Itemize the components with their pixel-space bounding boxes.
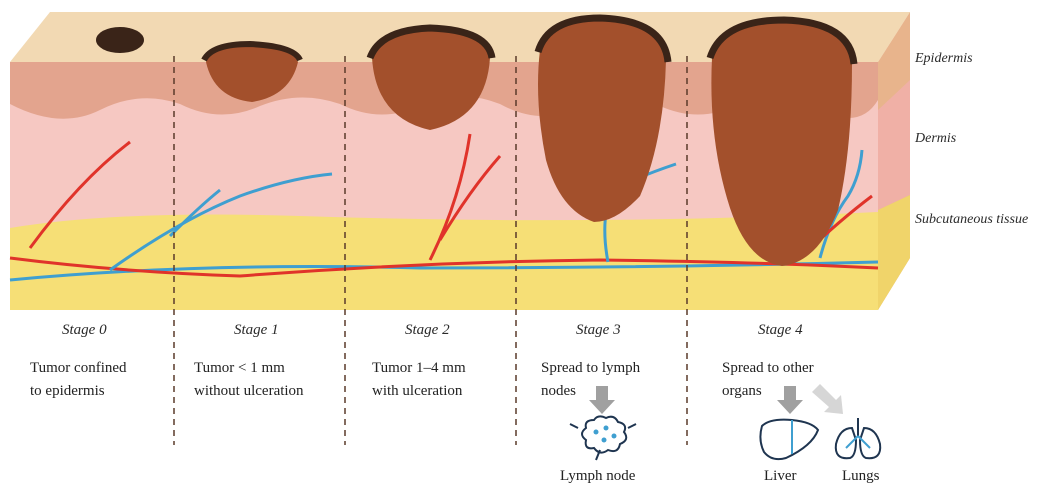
stage-4-title: Stage 4 [758, 322, 803, 338]
arrow-down-icon-lymph [589, 386, 615, 414]
tumor-stage-0 [96, 27, 144, 53]
label-lymph-node: Lymph node [560, 468, 636, 484]
stage-0-title: Stage 0 [62, 322, 107, 338]
skin-side-subcutaneous [878, 195, 910, 310]
arrow-diagonal-icon-lungs [812, 384, 843, 414]
stage-3-desc-line1: Spread to lymph [541, 360, 641, 376]
lungs-icon [836, 418, 880, 458]
label-dermis: Dermis [914, 131, 957, 146]
stage-0-desc-line2: to epidermis [30, 383, 105, 399]
stage-4-desc-line2: organs [722, 383, 762, 399]
stage-3-title: Stage 3 [576, 322, 621, 338]
label-liver: Liver [764, 468, 796, 484]
stage-2-desc-line2: with ulceration [372, 383, 463, 399]
label-subcutaneous-tissue: Subcutaneous tissue [915, 212, 1028, 227]
stage-1-title: Stage 1 [234, 322, 279, 338]
label-lungs: Lungs [842, 468, 880, 484]
stage-3-desc-line2: nodes [541, 383, 576, 399]
stage-0-desc-line1: Tumor confined [30, 360, 127, 376]
stage-1-desc-line2: without ulceration [194, 383, 304, 399]
stage-2-desc-line1: Tumor 1–4 mm [372, 360, 466, 376]
arrow-down-icon-liver [777, 386, 803, 414]
liver-icon [760, 420, 818, 460]
stage-1-desc-line1: Tumor < 1 mm [194, 360, 285, 376]
label-epidermis: Epidermis [914, 51, 973, 66]
stage-4-desc-line1: Spread to other [722, 360, 814, 376]
lymph-node-icon [570, 416, 636, 460]
stage-2-title: Stage 2 [405, 322, 450, 338]
